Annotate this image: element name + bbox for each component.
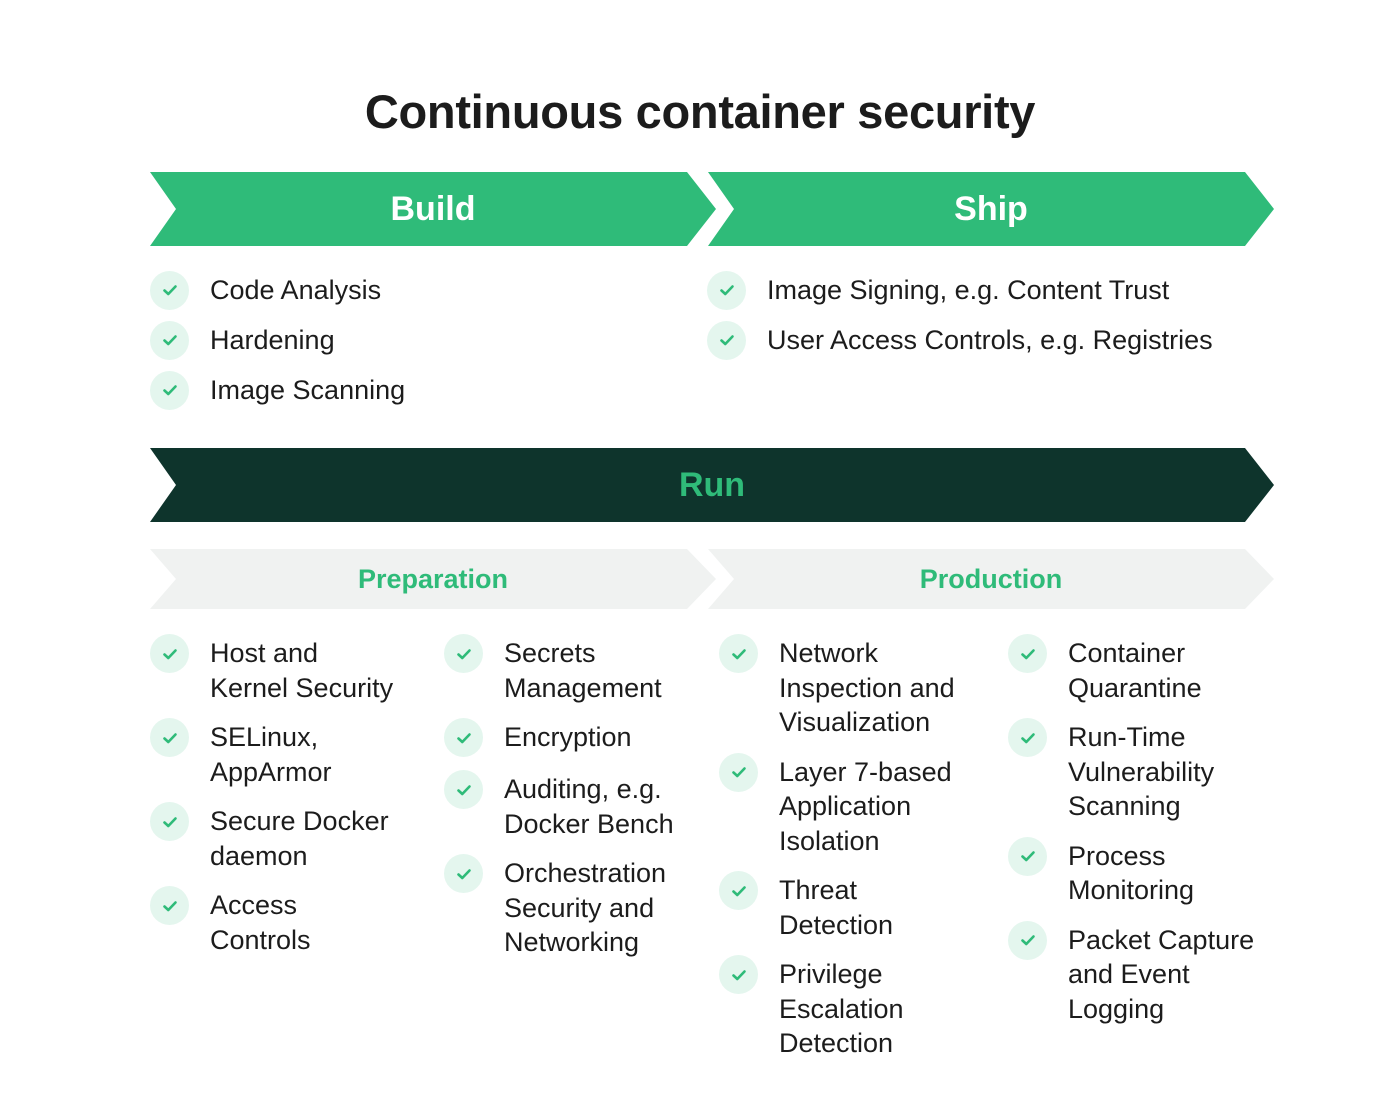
ship-stage-label: Ship xyxy=(954,189,1028,228)
check-icon xyxy=(150,634,189,673)
production-arrow-shape xyxy=(708,549,1274,609)
preparation-phase-arrow: Preparation xyxy=(150,549,716,609)
build-arrow-shape xyxy=(150,172,716,246)
check-icon xyxy=(150,370,189,410)
check-icon xyxy=(707,270,746,310)
check-icon xyxy=(150,320,189,360)
checklist-item: Image Scanning xyxy=(150,370,405,410)
checklist-item-label: Auditing, e.g.Docker Bench xyxy=(504,774,674,839)
preparation-arrow-shape xyxy=(150,549,716,609)
check-icon xyxy=(719,955,758,994)
checklist-item: Auditing, e.g.Docker Bench xyxy=(444,770,704,841)
checklist-item-label: Code Analysis xyxy=(210,274,382,305)
check-icon xyxy=(444,854,483,893)
checklist-item: Image Signing, e.g. Content Trust xyxy=(707,270,1213,310)
check-icon xyxy=(719,634,758,673)
run-stage-label: Run xyxy=(678,465,746,504)
checklist-item-label: Encryption xyxy=(504,722,632,752)
preparation-phase-label: Preparation xyxy=(357,563,509,594)
check-icon xyxy=(150,270,189,310)
checklist-item: Hardening xyxy=(150,320,405,360)
checklist-item-label: Image Signing, e.g. Content Trust xyxy=(767,274,1170,305)
ship-stage-arrow: Ship xyxy=(708,172,1274,246)
check-icon xyxy=(1008,920,1047,960)
checklist-item: User Access Controls, e.g. Registries xyxy=(707,320,1213,360)
checklist-item-label: Image Scanning xyxy=(210,374,406,405)
check-icon xyxy=(719,871,758,910)
check-icon xyxy=(444,770,483,809)
checklist-item-label: User Access Controls, e.g. Registries xyxy=(767,324,1213,355)
check-icon xyxy=(150,886,189,925)
check-icon xyxy=(1008,634,1047,673)
production-phase-arrow: Production xyxy=(708,549,1274,609)
run-stage-arrow: Run xyxy=(150,448,1274,522)
ship-arrow-shape xyxy=(708,172,1274,246)
check-icon xyxy=(444,634,483,673)
build-stage-arrow: Build xyxy=(150,172,716,246)
checklist-item-label: Hardening xyxy=(210,324,335,355)
check-icon xyxy=(1008,718,1047,757)
diagram-title: Continuous container security xyxy=(364,85,1036,138)
build-stage-label: Build xyxy=(390,189,476,228)
check-icon xyxy=(444,718,483,757)
production-phase-label: Production xyxy=(919,563,1063,594)
check-icon xyxy=(707,320,746,360)
check-icon xyxy=(1008,836,1047,876)
checklist-item: Encryption xyxy=(444,718,704,757)
run-arrow-shape xyxy=(150,448,1274,522)
checklist-item: SELinux,AppArmor xyxy=(150,718,440,789)
check-icon xyxy=(150,802,189,841)
checklist-item-label: SELinux,AppArmor xyxy=(210,722,332,787)
check-icon xyxy=(719,752,758,792)
check-icon xyxy=(150,718,189,757)
checklist-item: Code Analysis xyxy=(150,270,405,310)
